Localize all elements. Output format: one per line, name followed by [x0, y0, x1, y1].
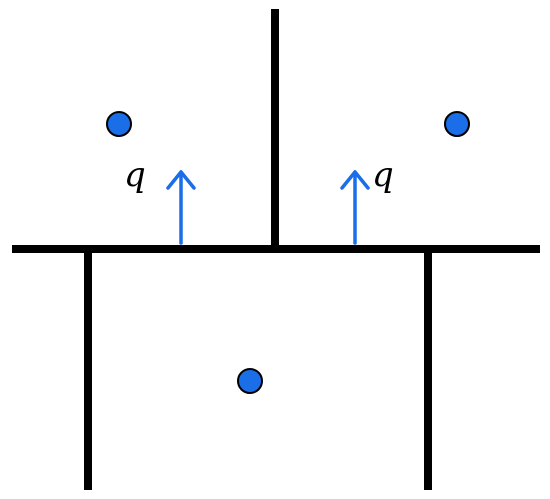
site-upper-right	[444, 111, 470, 137]
flux-arrow-left	[166, 170, 196, 245]
flux-label-left: q	[124, 155, 146, 195]
site-lower	[237, 368, 263, 394]
flux-arrow-left-head	[166, 170, 196, 190]
site-upper-left	[106, 111, 132, 137]
flux-arrow-right-head	[340, 170, 370, 190]
flux-arrow-right	[340, 170, 370, 245]
flux-label-right: q	[372, 155, 394, 195]
